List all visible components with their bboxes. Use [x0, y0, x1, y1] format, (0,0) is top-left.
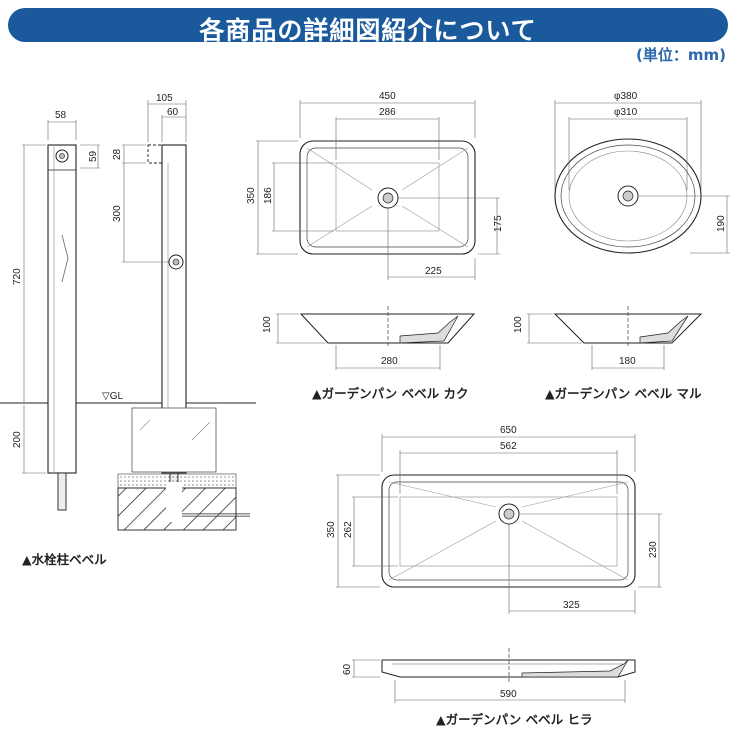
dim-kaku-drain-x: 225	[425, 266, 442, 277]
hira-caption: ▲ガーデンパン ベベル ヒラ	[436, 712, 592, 727]
post-drawing: ▽GL 58 59 720 200	[0, 93, 256, 567]
kaku-caption: ▲ガーデンパン ベベル カク	[312, 386, 468, 401]
dim-post-top-width: 58	[55, 110, 67, 121]
dim-maru-inner-diameter: φ310	[614, 107, 638, 118]
maru-drawing: φ380 φ310 190 100 180 ▲ガーデンパン ベベル マル	[513, 91, 730, 401]
title-banner: 各商品の詳細図紹介について	[8, 8, 728, 45]
dim-hira-drain-x: 325	[563, 600, 580, 611]
dim-maru-height: 100	[513, 316, 524, 333]
dim-post-above-ground: 720	[12, 268, 23, 285]
dim-hira-outer-width: 650	[500, 425, 517, 436]
post-front-view	[47, 144, 77, 474]
dim-kaku-drain-y: 175	[493, 215, 504, 232]
post-pipe	[57, 472, 67, 511]
dim-faucet-height: 300	[112, 205, 123, 222]
dim-post-below-ground: 200	[12, 431, 23, 448]
dim-kaku-drain-section: 280	[381, 356, 398, 367]
unit-label: (単位：mm)	[636, 46, 726, 64]
dim-maru-drain-y: 190	[716, 215, 727, 232]
ground-label: ▽GL	[102, 391, 123, 402]
dim-kaku-height: 100	[262, 316, 273, 333]
dim-side-total-width: 105	[156, 93, 173, 104]
dim-kaku-inner-width: 286	[379, 107, 396, 118]
post-caption: ▲水栓柱ベベル	[22, 552, 107, 567]
dim-hira-inner-depth: 262	[343, 521, 354, 538]
hira-drawing: 650 562 350 262 230 325 60 590 ▲ガーデンパン ベ…	[326, 425, 662, 727]
dim-hira-drain-y: 230	[648, 541, 659, 558]
concrete-block	[131, 407, 217, 473]
hira-outer	[381, 474, 636, 588]
dim-post-hole-offset: 59	[88, 150, 99, 162]
page-title: 各商品の詳細図紹介について	[199, 16, 537, 45]
kaku-drawing: 450 286 350 186 175 225 100 280 ▲ガーデンパン …	[246, 91, 504, 401]
dim-hira-height: 60	[342, 663, 353, 675]
dim-hira-outer-depth: 350	[326, 521, 337, 538]
maru-caption: ▲ガーデンパン ベベル マル	[545, 386, 702, 401]
dim-kaku-outer-width: 450	[379, 91, 396, 102]
dim-maru-outer-diameter: φ380	[614, 91, 638, 102]
dim-hira-drain-section: 590	[500, 689, 517, 700]
dim-kaku-outer-depth: 350	[246, 187, 257, 204]
dim-hira-inner-width: 562	[500, 441, 517, 452]
dim-maru-drain-section: 180	[619, 356, 636, 367]
dim-side-top-drop: 28	[112, 148, 123, 160]
dim-side-inner-width: 60	[167, 107, 179, 118]
dim-kaku-inner-depth: 186	[263, 187, 274, 204]
